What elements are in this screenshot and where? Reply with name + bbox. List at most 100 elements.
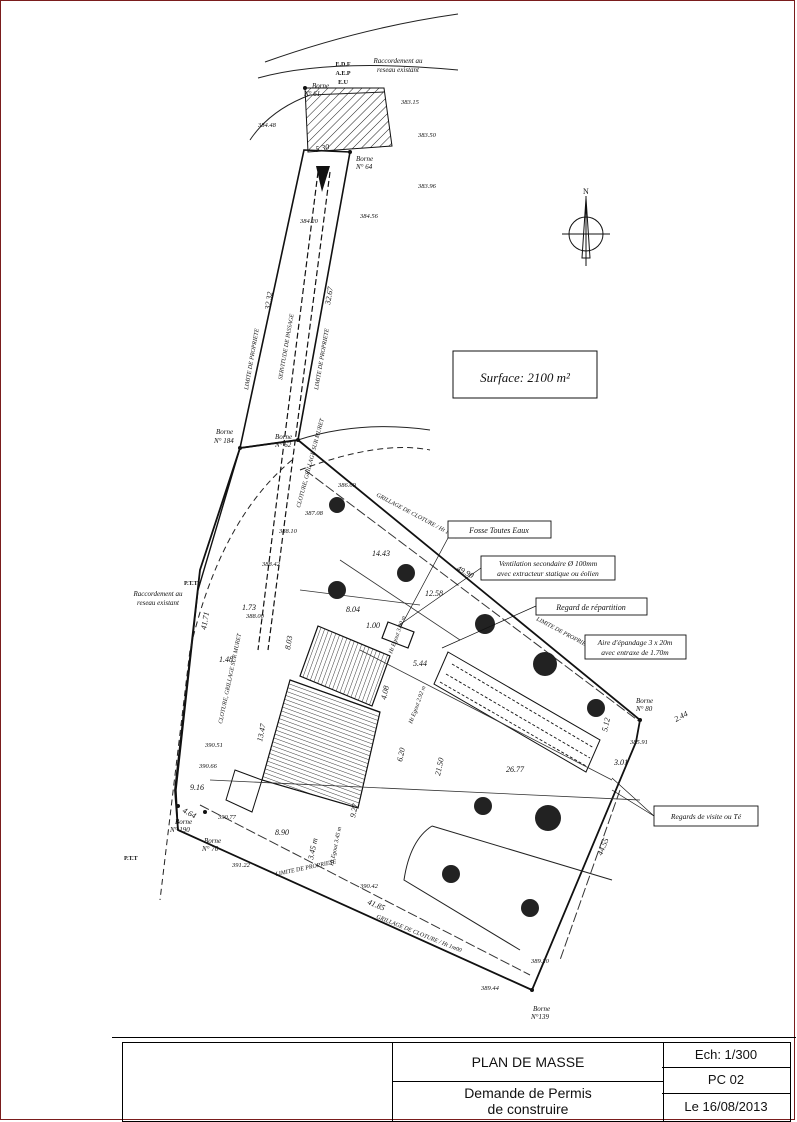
svg-text:avec entraxe de 1.70m: avec entraxe de 1.70m: [601, 648, 669, 657]
title-block: PLAN DE MASSE Demande de Permis de const…: [112, 1037, 796, 1122]
svg-text:GRILLAGE DE CLOTURE / Ht 1m00: GRILLAGE DE CLOTURE / Ht 1m00: [375, 914, 462, 954]
svg-text:Fosse Toutes Eaux: Fosse Toutes Eaux: [468, 526, 529, 535]
callout-regards-visite: Regards de visite ou Té: [611, 777, 759, 827]
spreading-field: [433, 651, 601, 773]
tree: [397, 564, 415, 582]
svg-text:388.10: 388.10: [278, 528, 298, 535]
svg-text:384.48: 384.48: [257, 122, 277, 129]
tree: [587, 699, 605, 717]
svg-text:383.96: 383.96: [417, 183, 437, 190]
callout-regard: Regard de répartition: [441, 597, 648, 649]
septic-tank: [381, 621, 415, 649]
svg-text:1.73: 1.73: [242, 603, 256, 612]
tree: [521, 899, 539, 917]
svg-text:12.58: 12.58: [425, 589, 443, 598]
spreading-drain: [445, 673, 591, 759]
svg-text:Borne: Borne: [312, 82, 329, 90]
svg-text:389.20: 389.20: [530, 958, 550, 965]
svg-text:5.44: 5.44: [413, 659, 427, 668]
svg-text:389.44: 389.44: [480, 985, 500, 992]
svg-text:Borne: Borne: [356, 155, 373, 163]
neighbour-dashed: [159, 459, 293, 901]
svg-text:Borne: Borne: [216, 428, 233, 436]
strip-dash: [267, 171, 331, 651]
fence-line: [559, 789, 621, 961]
svg-text:GRILLAGE DE CLOTURE / Ht 1m00: GRILLAGE DE CLOTURE / Ht 1m00: [375, 492, 459, 540]
svg-text:Ventilation secondaire Ø 100mm: Ventilation secondaire Ø 100mm: [499, 559, 598, 568]
surface-label: Surface: 2100 m²: [480, 370, 571, 385]
fence-line: [304, 469, 641, 723]
svg-text:384.20: 384.20: [299, 218, 319, 225]
document-code: PC 02: [662, 1067, 790, 1094]
svg-text:N° 190: N° 190: [169, 826, 190, 834]
svg-text:4.08: 4.08: [379, 685, 391, 701]
access-strip: [238, 149, 351, 449]
tree: [329, 497, 345, 513]
svg-text:E.D.F: E.D.F: [336, 62, 351, 68]
dim-line: [299, 589, 421, 606]
svg-text:41.71: 41.71: [199, 611, 211, 630]
svg-text:26.77: 26.77: [506, 765, 525, 774]
svg-text:5.30: 5.30: [315, 142, 331, 154]
svg-text:P.T.T: P.T.T: [124, 856, 138, 862]
svg-text:Borne: Borne: [275, 433, 292, 441]
neighbour-line: [297, 426, 431, 441]
tree: [474, 797, 492, 815]
spreading-drain: [439, 681, 587, 767]
svg-text:N° 70: N° 70: [201, 845, 219, 853]
svg-text:Aire d'épandage 3 x 20m: Aire d'épandage 3 x 20m: [597, 638, 673, 647]
north-arrow-icon: N: [562, 187, 610, 266]
svg-text:8.90: 8.90: [275, 828, 289, 837]
svg-text:2.44: 2.44: [673, 709, 690, 724]
svg-text:N° 61: N° 61: [303, 90, 320, 98]
svg-text:Regard de répartition: Regard de répartition: [555, 603, 625, 612]
tree: [328, 581, 346, 599]
parcel-outline: [174, 439, 641, 992]
svg-text:8.04: 8.04: [346, 605, 360, 614]
svg-text:391.22: 391.22: [231, 862, 251, 869]
dim-line: [209, 779, 641, 801]
svg-text:14.43: 14.43: [372, 549, 390, 558]
svg-text:LIMITE DE PROPRIETE: LIMITE DE PROPRIETE: [534, 616, 593, 651]
svg-text:Raccordement au: Raccordement au: [373, 57, 423, 65]
callout-ventilation: Ventilation secondaire Ø 100mm avec extr…: [397, 555, 616, 627]
svg-text:N° 62: N° 62: [274, 441, 292, 449]
svg-text:Borne: Borne: [204, 837, 221, 845]
svg-text:Borne: Borne: [175, 818, 192, 826]
svg-text:3.45 m: 3.45 m: [306, 837, 320, 861]
svg-text:reseau existant: reseau existant: [137, 599, 180, 607]
terrace: [225, 769, 263, 813]
svg-text:Regards de visite ou Té: Regards de visite ou Té: [670, 812, 742, 821]
svg-text:44.55: 44.55: [596, 837, 611, 857]
svg-text:32.32: 32.32: [263, 291, 275, 311]
svg-text:385.91: 385.91: [629, 739, 648, 746]
tree: [475, 614, 495, 634]
svg-text:390.66: 390.66: [198, 763, 218, 770]
tree: [442, 865, 460, 883]
plan-title: PLAN DE MASSE: [393, 1043, 663, 1082]
svg-text:A.E.P: A.E.P: [336, 71, 351, 77]
svg-text:N°139: N°139: [530, 1013, 549, 1021]
svg-text:32.67: 32.67: [323, 285, 335, 306]
svg-text:Ht Egout 3.45 m: Ht Egout 3.45 m: [328, 826, 343, 868]
svg-text:390.77: 390.77: [217, 814, 237, 821]
svg-text:Raccordement au: Raccordement au: [133, 590, 183, 598]
title-block-blank: [122, 1042, 393, 1122]
svg-text:388.42: 388.42: [261, 561, 281, 568]
dim-line: [359, 649, 613, 781]
parking-outline: [403, 825, 613, 951]
document-date: Le 16/08/2013: [684, 1098, 768, 1114]
road-edge: [257, 65, 459, 79]
tree: [533, 652, 557, 676]
svg-text:avec extracteur statique ou éo: avec extracteur statique ou éolien: [497, 569, 599, 578]
svg-text:386.09: 386.09: [337, 482, 357, 489]
svg-text:E.U: E.U: [338, 80, 349, 86]
svg-text:5.12: 5.12: [600, 717, 612, 733]
svg-text:Borne: Borne: [636, 697, 653, 705]
boundary-left: [175, 447, 241, 831]
svg-text:390.51: 390.51: [204, 742, 223, 749]
svg-text:9.27: 9.27: [348, 802, 360, 819]
surface-box: [452, 350, 598, 399]
svg-text:383.15: 383.15: [400, 99, 420, 106]
svg-text:13.47: 13.47: [255, 722, 268, 742]
